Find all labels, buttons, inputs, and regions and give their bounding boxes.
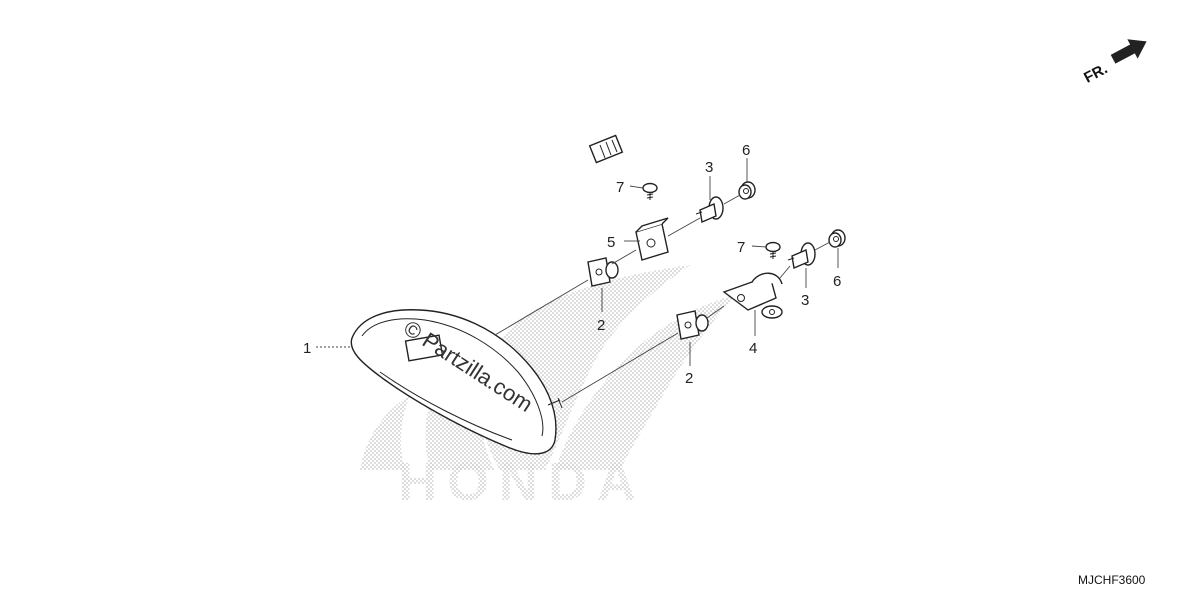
assembly-line-upper-4	[723, 194, 741, 205]
bracket-lower	[722, 272, 783, 319]
grommet-lower	[676, 310, 709, 340]
screw-upper	[642, 182, 658, 200]
nut-lower	[828, 229, 846, 248]
assembly-line-upper-2	[611, 249, 637, 265]
screw-lower	[765, 241, 781, 259]
assembly-line-lower-2	[706, 305, 725, 319]
grommet-upper	[587, 257, 619, 287]
front-direction-arrow-icon: FR.	[1081, 39, 1147, 87]
front-direction-label: FR.	[1081, 60, 1110, 86]
nut-upper	[738, 181, 756, 200]
collar-bolt-upper	[695, 196, 724, 223]
drawing-code: MJCHF3600	[1078, 573, 1146, 587]
callout-6-upper: 6	[742, 142, 750, 159]
callout-6-lower: 6	[833, 273, 841, 290]
assembly-line-lower-4	[814, 241, 831, 251]
assembly-line-upper-3	[667, 217, 701, 237]
callout-1: 1	[303, 340, 311, 357]
callout-3-upper: 3	[705, 159, 713, 176]
assembly-line-lower	[561, 332, 679, 403]
callout-7-lower: 7	[737, 239, 745, 256]
tail-light-assembly	[350, 134, 624, 455]
assembly-line-upper	[494, 279, 589, 336]
collar-bolt-lower	[787, 242, 816, 269]
callout-7-upper: 7	[616, 179, 624, 196]
bracket-upper	[635, 217, 669, 261]
callout-3-lower: 3	[801, 292, 809, 309]
callout-2-upper: 2	[597, 317, 605, 334]
callout-4: 4	[749, 340, 757, 357]
callout-2-lower: 2	[685, 370, 693, 387]
honda-brand-text: HONDA	[398, 452, 646, 512]
assembly-line-lower-3	[779, 265, 791, 279]
callout-5: 5	[607, 234, 615, 251]
